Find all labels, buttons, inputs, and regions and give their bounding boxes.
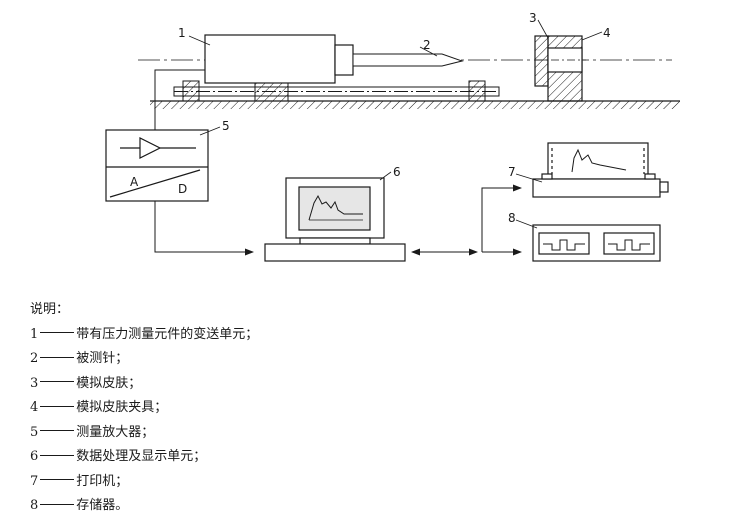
legend-item: 2 被测针； [30,347,258,372]
legend-item: 4 模拟皮肤夹具； [30,396,258,421]
legend-item-number: 3 [30,375,39,391]
legend-item-number: 5 [30,424,39,440]
adc-label-d: D [178,182,187,196]
legend-item-number: 2 [30,351,39,366]
legend-item-text: 打印机； [76,473,129,489]
legend-item-text: 模拟皮肤夹具； [76,400,168,415]
legend-dash [40,356,75,358]
legend-dash [40,430,75,431]
measurement-system-diagram: A D [105,11,680,262]
computer-display-unit [264,177,406,262]
legend-item-number: 8 [30,498,39,513]
measurement-amplifier [105,129,209,202]
callout-4: 4 [603,26,611,40]
legend-item-text: 模拟皮肤； [76,375,142,391]
legend-item-number: 6 [30,449,39,464]
legend-item: 8 存储器。 [30,494,258,519]
guide-rail [173,80,500,102]
legend-item-number: 1 [30,326,39,342]
legend-item-text: 带有压力测量元件的变送单元； [76,326,259,342]
transducer-unit [204,34,354,84]
legend-item-number: 4 [30,400,39,415]
callout-2: 2 [423,38,431,52]
callout-leaders [188,19,603,229]
legend-dash [40,381,75,382]
printer [532,142,669,198]
callout-6: 6 [393,165,401,179]
legend-dash [40,479,75,480]
signal-connections [154,69,522,256]
legend-dash [40,332,75,333]
callout-7: 7 [508,165,516,179]
legend-item-number: 7 [30,473,39,489]
legend-item: 3 模拟皮肤； [30,372,258,397]
callout-3: 3 [529,11,537,25]
legend-item-text: 数据处理及显示单元； [76,449,207,464]
callout-5: 5 [222,119,230,133]
legend-dash [40,454,75,456]
legend-item: 1 带有压力测量元件的变送单元； [30,323,258,348]
skin-clamp [534,35,586,102]
legend-item-text: 被测针； [76,351,129,366]
legend-dash [40,405,75,407]
adc-label-a: A [130,175,139,189]
callout-1: 1 [178,26,186,40]
callout-8: 8 [508,211,516,225]
ground-base [150,100,680,109]
legend-item: 6 数据处理及显示单元； [30,445,258,470]
legend-heading: 说明： [30,302,70,317]
legend-item-text: 测量放大器； [76,424,155,440]
legend-item: 7 打印机； [30,470,258,495]
legend: 说明： 1 带有压力测量元件的变送单元； 2 被测针； 3 模拟皮肤； 4 模拟皮肤夹具… [30,298,258,519]
storage-memory [532,224,661,262]
test-needle [352,53,464,67]
legend-item-text: 存储器。 [76,498,129,513]
legend-item: 5 测量放大器； [30,421,258,446]
legend-dash [40,503,75,505]
